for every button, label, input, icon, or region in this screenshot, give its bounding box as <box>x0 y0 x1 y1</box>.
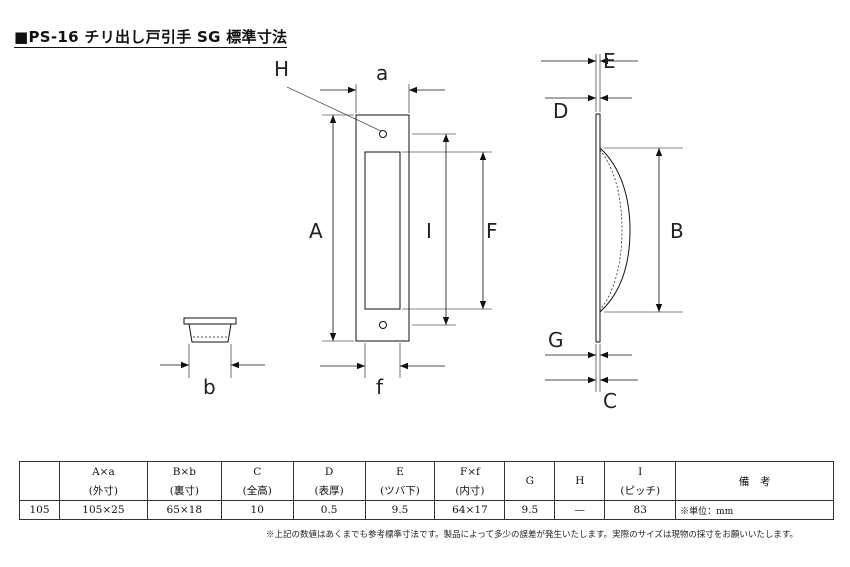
label-b: b <box>203 375 216 399</box>
plate-outline <box>355 114 410 342</box>
cell-C: 10 <box>220 500 294 520</box>
cell-H: — <box>554 500 606 520</box>
table-row: 105 105×25 65×18 10 0.5 9.5 64×17 9.5 — … <box>19 500 834 520</box>
label-B: B <box>670 219 684 243</box>
cell-Fxf: 64×17 <box>434 500 506 520</box>
header-Fxf-sub: (内寸) <box>434 481 506 501</box>
label-C: C <box>603 389 617 413</box>
header-E: E <box>364 461 436 481</box>
cell-size: 105 <box>19 500 60 520</box>
header-blank <box>19 461 60 501</box>
side-view <box>595 113 631 343</box>
cell-G: 9.5 <box>504 500 556 520</box>
cell-E: 9.5 <box>364 500 436 520</box>
screw-hole-bottom <box>379 321 387 329</box>
header-H: H <box>554 461 606 501</box>
label-D: D <box>553 99 568 123</box>
footnote: ※上記の数値はあくまでも参考標準寸法です。製品によって多少の誤差が発生いたします… <box>265 530 798 540</box>
label-E: E <box>603 49 616 73</box>
header-Axa: A×a <box>58 461 148 481</box>
header-G: G <box>504 461 556 501</box>
label-f: f <box>376 375 384 399</box>
page-title: ■PS-16 チリ出し戸引手 SG 標準寸法 <box>14 28 288 48</box>
spec-table: A×a B×b C D E F×f G H I 備 考 (外寸) (裏寸) (全… <box>19 461 834 520</box>
header-I-sub: (ピッチ) <box>604 481 677 501</box>
header-Bxb-sub: (裏寸) <box>146 481 222 501</box>
header-E-sub: (ツバ下) <box>364 481 436 501</box>
cell-D: 0.5 <box>292 500 366 520</box>
front-view <box>355 114 410 342</box>
label-G: G <box>548 328 564 352</box>
cell-I: 83 <box>604 500 677 520</box>
label-A: A <box>309 219 323 243</box>
header-C-sub: (全高) <box>220 481 294 501</box>
header-Axa-sub: (外寸) <box>58 481 148 501</box>
header-remarks: 備 考 <box>675 461 834 501</box>
cell-Bxb: 65×18 <box>146 500 222 520</box>
header-D: D <box>292 461 366 481</box>
label-H: H <box>274 57 289 81</box>
label-a: a <box>376 61 388 85</box>
header-Bxb: B×b <box>146 461 222 481</box>
cell-remarks: ※単位：mm <box>675 500 834 520</box>
label-I: I <box>426 219 432 243</box>
recess-opening <box>364 151 401 310</box>
cell-Axa: 105×25 <box>58 500 148 520</box>
header-C: C <box>220 461 294 481</box>
header-D-sub: (表厚) <box>292 481 366 501</box>
end-view <box>183 317 237 343</box>
header-I: I <box>604 461 677 481</box>
header-Fxf: F×f <box>434 461 506 481</box>
label-F: F <box>486 219 498 243</box>
screw-hole-top <box>379 130 387 138</box>
